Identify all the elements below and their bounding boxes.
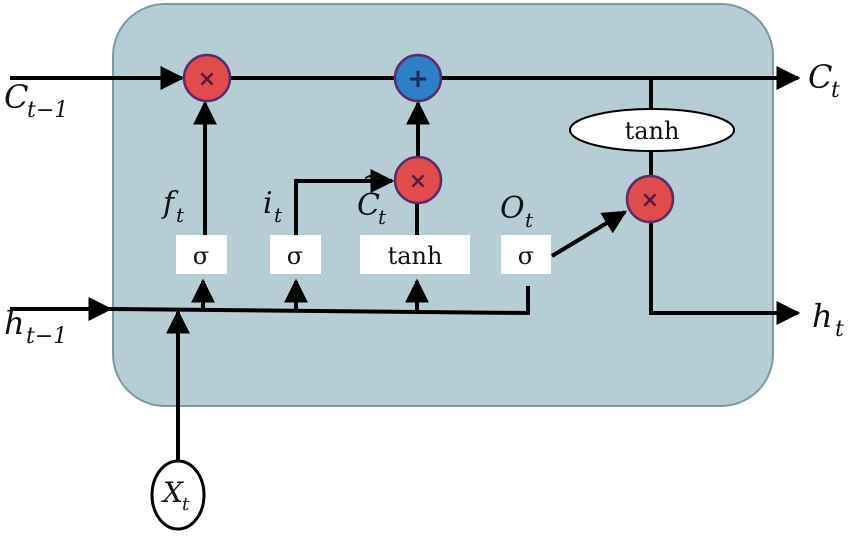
label-h-prev: h t−1 bbox=[4, 304, 67, 349]
svg-text:×: × bbox=[198, 67, 216, 92]
sigma-forget-box: σ bbox=[176, 235, 227, 274]
svg-text:h: h bbox=[812, 297, 833, 335]
svg-text:σ: σ bbox=[193, 242, 209, 270]
lstm-cell-body bbox=[112, 3, 774, 407]
svg-text:t: t bbox=[378, 205, 387, 229]
sigma-output-box: σ bbox=[501, 235, 551, 274]
svg-text:i: i bbox=[263, 186, 273, 221]
label-h-out: h t bbox=[812, 297, 844, 342]
svg-text:~: ~ bbox=[362, 160, 385, 193]
label-c-prev: C t−1 bbox=[4, 78, 68, 123]
svg-text:t: t bbox=[831, 78, 840, 103]
svg-text:t: t bbox=[182, 494, 190, 515]
svg-text:O: O bbox=[500, 191, 525, 226]
svg-text:t: t bbox=[525, 208, 534, 232]
svg-text:t−1: t−1 bbox=[27, 98, 68, 123]
svg-text:σ: σ bbox=[518, 242, 534, 270]
add-cell: + bbox=[393, 53, 443, 103]
tanh-candidate-box: tanh bbox=[360, 235, 470, 274]
svg-text:tanh: tanh bbox=[625, 117, 680, 145]
svg-text:t: t bbox=[176, 203, 185, 227]
svg-text:t: t bbox=[835, 317, 844, 342]
label-c-out: C t bbox=[808, 58, 840, 103]
svg-text:×: × bbox=[409, 169, 427, 194]
input-to-mult-line bbox=[294, 169, 395, 235]
svg-text:C: C bbox=[808, 58, 832, 96]
label-input-gate: i t bbox=[263, 186, 283, 227]
label-candidate: ~ C t bbox=[357, 160, 387, 229]
svg-text:+: + bbox=[407, 64, 429, 94]
tanh-cell-ellipse: tanh bbox=[569, 108, 735, 152]
svg-text:σ: σ bbox=[287, 242, 303, 270]
svg-text:×: × bbox=[641, 188, 659, 213]
connections bbox=[10, 66, 801, 462]
label-output-gate: O t bbox=[500, 191, 534, 232]
svg-text:X: X bbox=[161, 476, 184, 509]
mult-output: × bbox=[625, 174, 675, 224]
mult-forget: × bbox=[182, 53, 232, 103]
svg-text:tanh: tanh bbox=[388, 242, 443, 270]
x-input-node: X t bbox=[150, 459, 206, 531]
hidden-out-line bbox=[649, 222, 801, 325]
svg-text:t: t bbox=[274, 203, 283, 227]
svg-text:C: C bbox=[4, 78, 28, 116]
output-to-mult-line bbox=[550, 210, 628, 258]
hidden-bus-line bbox=[109, 286, 530, 316]
svg-text:h: h bbox=[4, 304, 25, 342]
mult-input: × bbox=[393, 155, 443, 205]
svg-text:t−1: t−1 bbox=[26, 324, 67, 349]
svg-text:C: C bbox=[357, 188, 380, 223]
sigma-input-box: σ bbox=[270, 235, 321, 274]
